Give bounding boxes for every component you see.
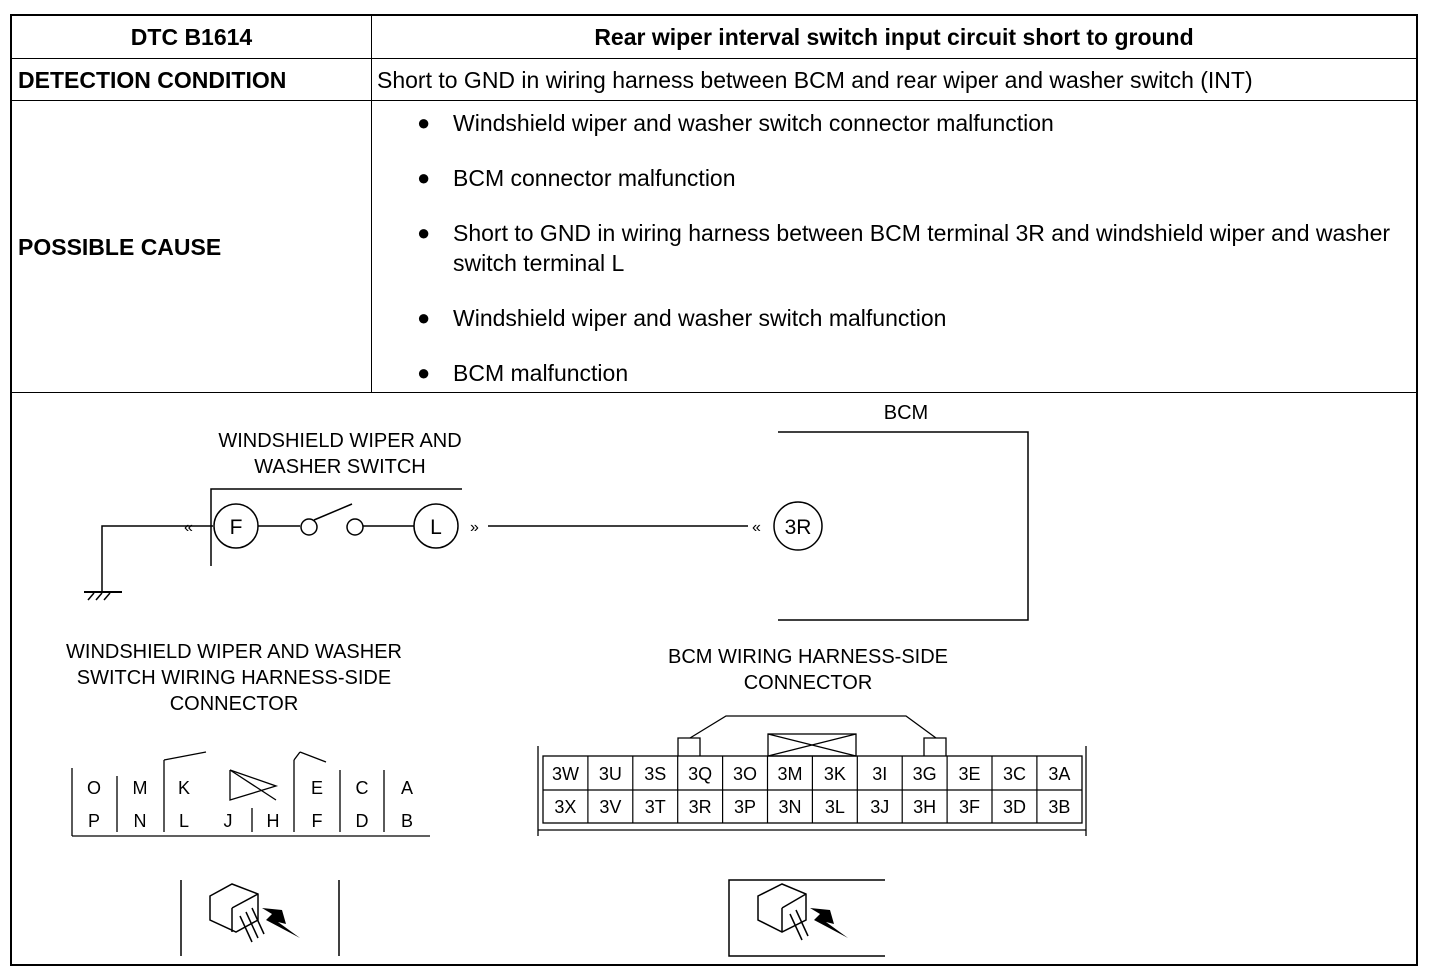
connector-pin-label: 3E xyxy=(959,764,981,784)
terminal-f-label: F xyxy=(230,516,243,539)
dtc-sheet xyxy=(10,14,1418,966)
switch-housing xyxy=(210,488,462,566)
bcm-title: BCM xyxy=(884,402,928,424)
column-divider xyxy=(371,14,372,392)
switch-blade xyxy=(313,503,353,521)
connector-pin-label: H xyxy=(267,811,280,831)
cause-item: Windshield wiper and washer switch conne… xyxy=(415,108,1400,138)
row-divider-1 xyxy=(10,58,1418,59)
terminal-3r-circle xyxy=(773,501,823,551)
connector-mark: « xyxy=(184,519,193,536)
cause-item: Short to GND in wiring harness between B… xyxy=(415,218,1400,278)
connector-pin-label: 3O xyxy=(733,764,757,784)
connector-pin-label: 3S xyxy=(644,764,666,784)
row-divider-2 xyxy=(10,100,1418,101)
terminal-3r-label: 3R xyxy=(785,516,812,539)
connector-pin-label: 3K xyxy=(824,764,846,784)
connector-pin-label: A xyxy=(401,778,413,798)
connector-pin-label: N xyxy=(134,811,147,831)
connector-pin-label: 3P xyxy=(734,797,756,817)
terminal-l-label: L xyxy=(430,516,442,539)
switch-connector-title: WINDSHIELD WIPER AND WASHER xyxy=(66,641,402,663)
connector-pin-label: L xyxy=(179,811,189,831)
connector-mark: « xyxy=(752,519,761,536)
connector-pin-label: 3X xyxy=(554,797,576,817)
connector-pin-label: 3F xyxy=(959,797,980,817)
ground-wire xyxy=(101,525,213,592)
connector-pin-label: 3R xyxy=(689,797,712,817)
arrow-icon xyxy=(810,908,848,938)
detection-condition-label: DETECTION CONDITION xyxy=(18,67,287,93)
cause-item: BCM connector malfunction xyxy=(415,163,1400,193)
bcm-view-icon xyxy=(728,879,885,957)
connector-pin-label: M xyxy=(133,778,148,798)
connector-pin-label: O xyxy=(87,778,101,798)
bcm-connector-title: CONNECTOR xyxy=(744,672,873,694)
switch-view-icon xyxy=(180,880,340,956)
bcm-connector-grid xyxy=(587,756,1038,823)
connector-pin-label: 3W xyxy=(552,764,579,784)
connector-pin-label: 3H xyxy=(913,797,936,817)
connector-pin-label: 3I xyxy=(872,764,887,784)
connector-pin-label: 3B xyxy=(1048,797,1070,817)
connector-pin-label: 3D xyxy=(1003,797,1026,817)
switch-title-line: WINDSHIELD WIPER AND xyxy=(218,430,461,452)
connector-pin-label: 3N xyxy=(778,797,801,817)
detection-condition-text: Short to GND in wiring harness between B… xyxy=(377,67,1253,93)
connector-pin-label: 3A xyxy=(1048,764,1070,784)
connector-pin-label: 3V xyxy=(599,797,621,817)
switch-connector-title: SWITCH WIRING HARNESS-SIDE xyxy=(77,667,391,689)
connector-pin-label: 3U xyxy=(599,764,622,784)
possible-cause-label: POSSIBLE CAUSE xyxy=(18,234,222,260)
connector-pin-label: 3L xyxy=(825,797,845,817)
connector-pin-label: 3C xyxy=(1003,764,1026,784)
possible-cause-list: Windshield wiper and washer switch conne… xyxy=(415,104,1400,388)
arrow-icon xyxy=(262,908,300,938)
connector-mark: » xyxy=(470,519,479,536)
bcm-box xyxy=(778,431,1029,621)
connector-pin-label: J xyxy=(224,811,233,831)
terminal-l-circle xyxy=(413,503,459,549)
switch-title-line: WASHER SWITCH xyxy=(254,456,425,478)
dtc-code: DTC B1614 xyxy=(130,24,253,50)
connector-pin-label: 3T xyxy=(645,797,666,817)
switch-connector-face xyxy=(71,751,430,837)
connector-pin-label: E xyxy=(311,778,323,798)
connector-pin-label: B xyxy=(401,811,413,831)
bcm-connector-pins: 3W 3U 3S 3Q 3O 3M 3K 3I 3G 3E 3C 3A 3X 3V 3T 3R 3P 3N 3L 3J… xyxy=(552,764,1070,817)
switch-contact xyxy=(346,518,364,536)
switch-contact xyxy=(300,518,318,536)
connector-pin-label: 3M xyxy=(777,764,802,784)
cause-item: Windshield wiper and washer switch malfu… xyxy=(415,303,1400,333)
connector-pin-label: P xyxy=(88,811,100,831)
cause-item: BCM malfunction xyxy=(415,358,1400,388)
connector-pin-label: D xyxy=(356,811,369,831)
connector-pin-label: 3J xyxy=(870,797,889,817)
dtc-title: Rear wiper interval switch input circuit… xyxy=(594,24,1194,50)
connector-pin-label: K xyxy=(178,778,190,798)
connector-pin-label: F xyxy=(312,811,323,831)
connector-pin-label: 3Q xyxy=(688,764,712,784)
connector-pin-label: C xyxy=(356,778,369,798)
switch-connector-title: CONNECTOR xyxy=(170,693,299,715)
switch-connector-pins: O M K E C A P N L J H F D B xyxy=(87,778,413,831)
connector-pin-label: 3G xyxy=(913,764,937,784)
row-divider-3 xyxy=(10,392,1418,393)
bcm-connector-title: BCM WIRING HARNESS-SIDE xyxy=(668,646,948,668)
